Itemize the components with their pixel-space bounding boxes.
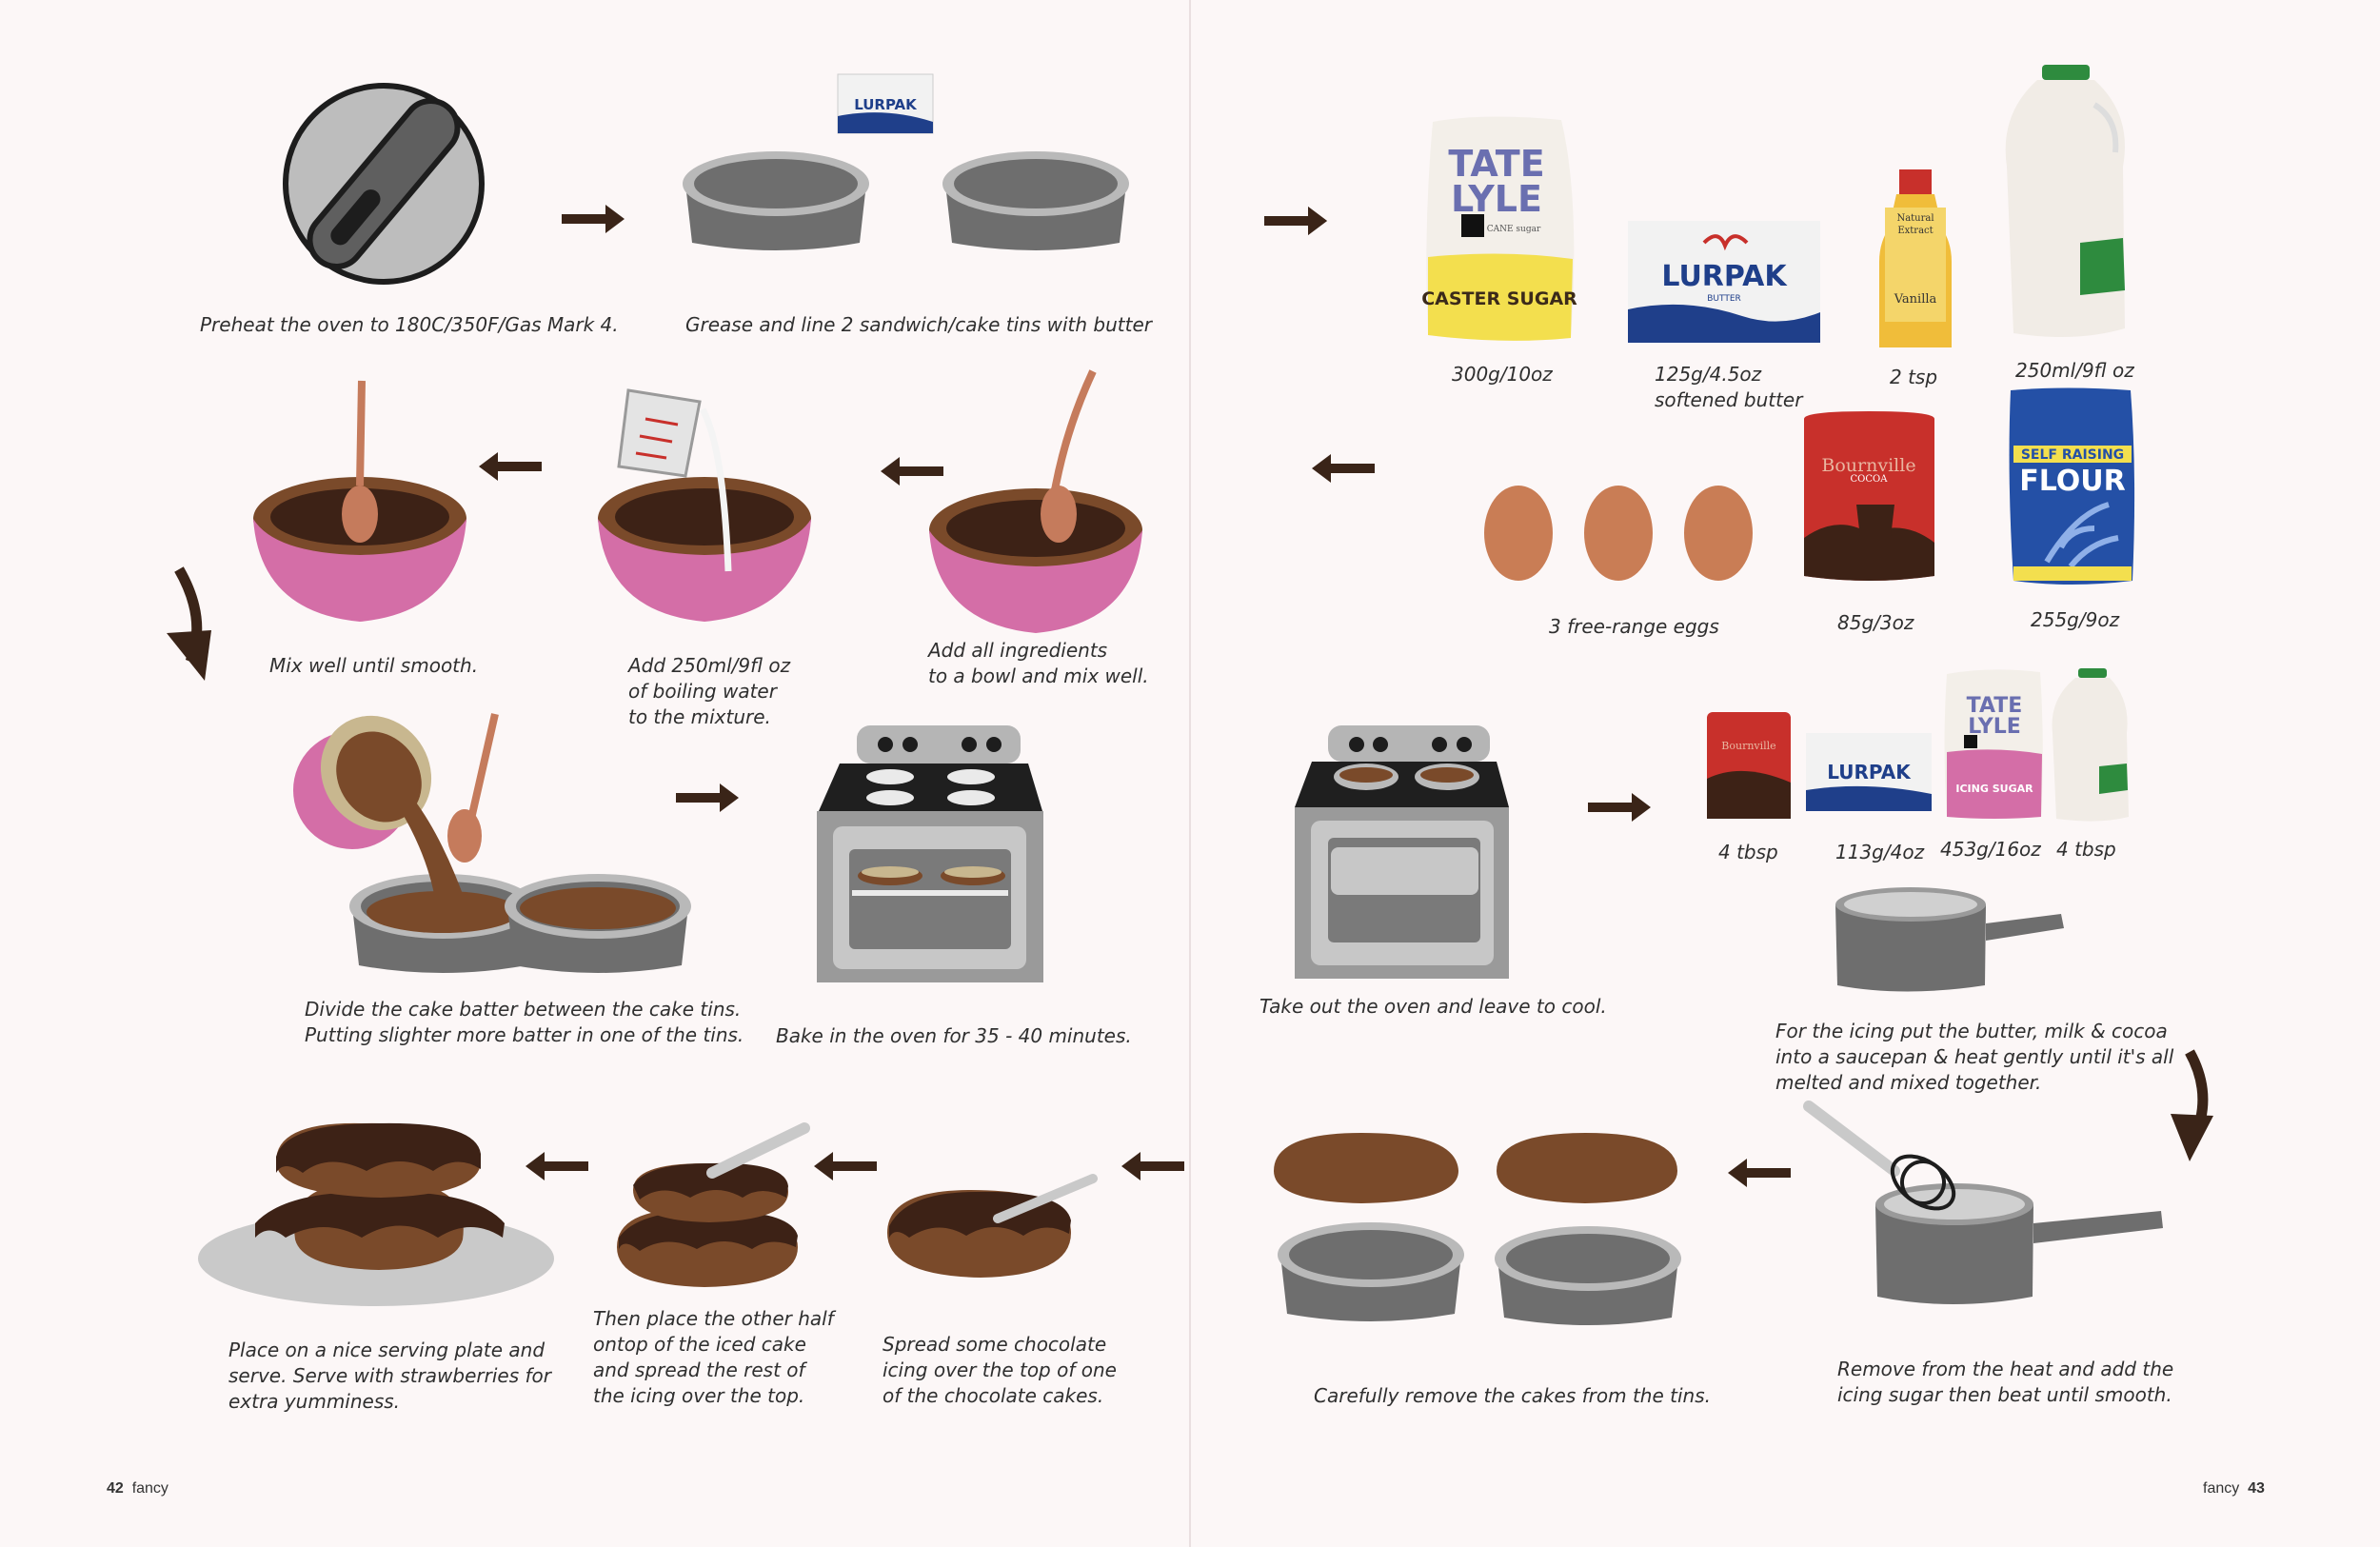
arrow-left-icon (479, 452, 542, 481)
svg-text:LURPAK: LURPAK (1827, 761, 1912, 783)
serving-plate-cake (198, 1122, 554, 1306)
step-grease-caption: Grease and line 2 sandwich/cake tins wit… (685, 313, 1152, 336)
iced-cake-spread (887, 1174, 1098, 1278)
amount-eggs: 3 free-range eggs (1549, 615, 1719, 638)
arrow-right-icon (562, 205, 625, 233)
arrow-right-icon (1588, 793, 1651, 822)
step-divide-caption: Divide the cake batter between the cake … (305, 998, 744, 1046)
svg-text:Natural: Natural (1896, 213, 1934, 224)
saucepan-whisk-icon (1803, 1101, 2163, 1304)
amount-caster-sugar: 300g/10oz (1452, 363, 1553, 386)
amount-milk: 250ml/9fl oz (2015, 359, 2134, 382)
step-remove-caption: Carefully remove the cakes from the tins… (1314, 1384, 1711, 1407)
curved-arrow-down-icon (167, 566, 211, 681)
step-spread-caption: Spread some chocolate icing over the top… (883, 1333, 1117, 1407)
arrow-left-icon (1728, 1159, 1791, 1187)
svg-text:SELF RAISING: SELF RAISING (2021, 447, 2124, 463)
amount-vanilla: 2 tsp (1890, 366, 1938, 388)
oven-cooling (1295, 725, 1509, 979)
arrow-left-icon (526, 1152, 588, 1180)
step-cool-caption: Take out the oven and leave to cool. (1259, 995, 1607, 1018)
bowl-mix (253, 380, 466, 622)
vanilla-extract-bottle-icon: Natural Extract Vanilla (1879, 169, 1952, 347)
svg-text:TATE: TATE (1967, 694, 2023, 718)
svg-text:LURPAK: LURPAK (1661, 260, 1788, 293)
step-add-ingredients-caption: Add all ingredients to a bowl and mix we… (928, 639, 1149, 687)
step-icing-caption: For the icing put the butter, milk & coc… (1775, 1020, 2174, 1094)
arrow-right-icon (1264, 207, 1327, 235)
svg-text:BUTTER: BUTTER (1707, 294, 1741, 304)
svg-text:LYLE: LYLE (1968, 715, 2021, 739)
svg-text:LURPAK: LURPAK (854, 96, 918, 113)
icing-sugar-bag-icon: TATE LYLE ICING SUGAR (1944, 669, 2043, 819)
step-serve-caption: Place on a nice serving plate and serve.… (228, 1339, 551, 1413)
lurpak-butter-icon: LURPAK BUTTER (1628, 221, 1820, 343)
step-add-water-caption: Add 250ml/9fl oz of boiling water to the… (628, 654, 791, 728)
step-mix-caption: Mix well until smooth. (269, 654, 479, 677)
amount-icing-sugar: 453g/16oz (1940, 838, 2041, 861)
oven-baking (817, 725, 1043, 982)
bowl-add-ingredients (929, 369, 1142, 633)
saucepan-icon (1835, 887, 2064, 992)
cocoa-tin-small-icon: Bournville (1707, 712, 1791, 819)
bournville-cocoa-tin-icon: Bournville COCOA (1804, 411, 1934, 581)
svg-text:CASTER SUGAR: CASTER SUGAR (1421, 288, 1577, 309)
cakes-out-of-tins (1274, 1133, 1681, 1325)
pour-batter-into-tins (293, 713, 691, 973)
amount-icing-butter: 113g/4oz (1835, 841, 1925, 863)
page-number-left: 42 fancy (107, 1480, 169, 1497)
svg-text:FLOUR: FLOUR (2019, 465, 2126, 498)
bowl-add-water (598, 388, 811, 622)
page-number-right: fancy 43 (2203, 1480, 2265, 1497)
butter-small-icon: LURPAK (1806, 733, 1932, 811)
amount-flour: 255g/9oz (2031, 608, 2120, 631)
amount-cocoa: 85g/3oz (1837, 611, 1914, 634)
step-preheat-caption: Preheat the oven to 180C/350F/Gas Mark 4… (200, 313, 619, 336)
svg-text:LYLE: LYLE (1451, 178, 1542, 220)
amount-icing-cocoa: 4 tbsp (1718, 841, 1778, 863)
caster-sugar-bag-icon: TATE LYLE CANE sugar CASTER SUGAR (1421, 116, 1577, 341)
arrow-left-icon (1312, 454, 1375, 483)
amount-butter: 125g/4.5oz softened butter (1655, 363, 1803, 411)
lurpak-butter-icon: LURPAK (837, 73, 934, 134)
arrow-left-icon (1121, 1152, 1184, 1180)
svg-text:TATE: TATE (1448, 143, 1544, 185)
milk-small-icon (2052, 668, 2129, 822)
oven-dial-icon (283, 83, 485, 285)
svg-text:COCOA: COCOA (1851, 474, 1889, 485)
svg-text:Vanilla: Vanilla (1894, 292, 1937, 307)
curved-arrow-down-icon (2171, 1049, 2213, 1161)
svg-text:CANE sugar: CANE sugar (1487, 225, 1541, 234)
arrow-left-icon (881, 457, 943, 486)
milk-bottle-icon (2005, 65, 2125, 337)
arrow-left-icon (814, 1152, 877, 1180)
eggs-icon (1484, 486, 1753, 581)
cake-tins-with-butter: LURPAK (683, 73, 1129, 250)
icing-ingredients: Bournville LURPAK TATE LYLE ICING SUGAR (1707, 668, 2129, 822)
measuring-jug-icon (617, 388, 732, 572)
step-place-half-caption: Then place the other half ontop of the i… (593, 1307, 834, 1407)
svg-text:Bournville: Bournville (1821, 455, 1915, 476)
svg-text:Bournville: Bournville (1721, 740, 1775, 752)
stacked-cake-icing (617, 1122, 810, 1287)
step-beat-caption: Remove from the heat and add the icing s… (1837, 1358, 2174, 1406)
svg-text:ICING SUGAR: ICING SUGAR (1955, 783, 2033, 795)
arrow-right-icon (676, 783, 739, 812)
step-bake-caption: Bake in the oven for 35 - 40 minutes. (776, 1024, 1132, 1047)
svg-text:Extract: Extract (1897, 226, 1933, 236)
self-raising-flour-bag-icon: SELF RAISING FLOUR (2009, 387, 2135, 585)
amount-icing-milk: 4 tbsp (2056, 838, 2116, 861)
